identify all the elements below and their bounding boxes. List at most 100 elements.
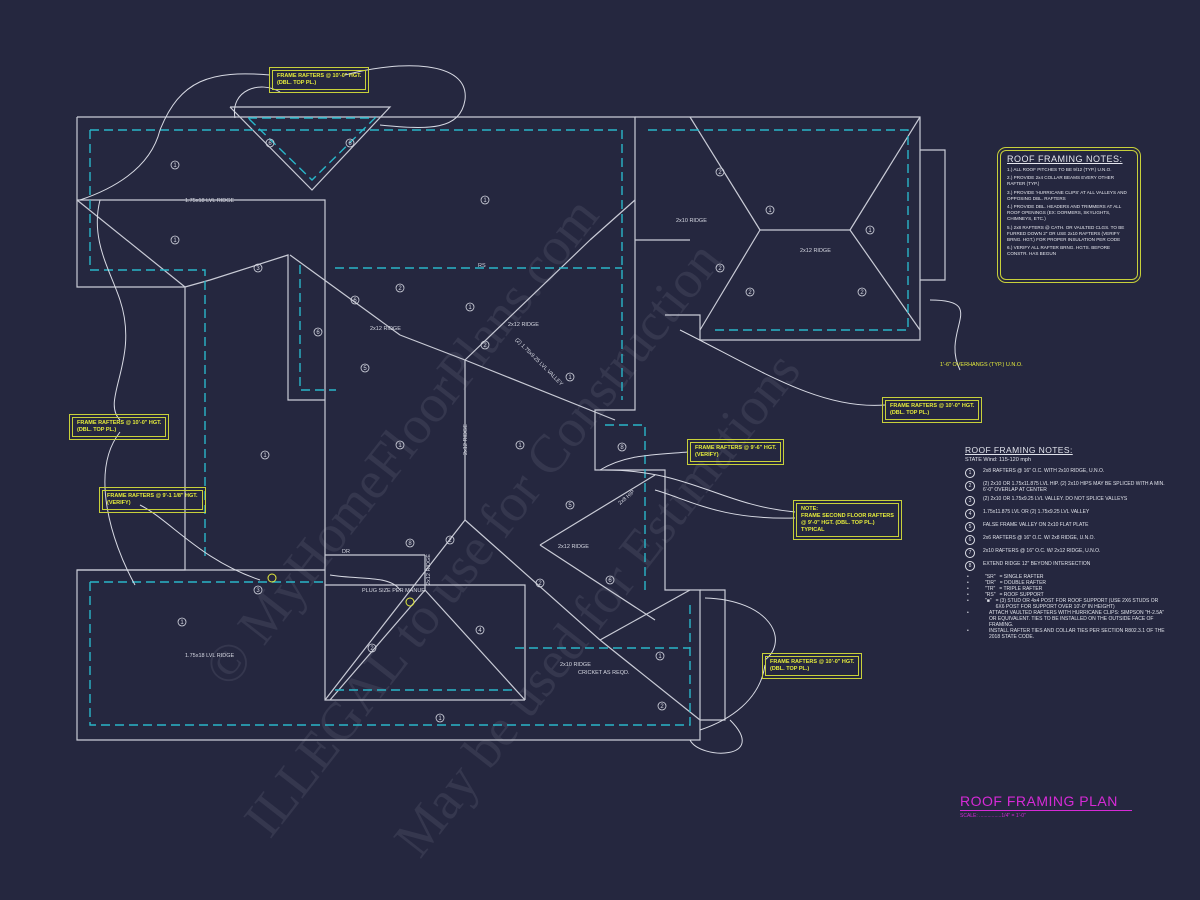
svg-text:2: 2 [748,290,752,296]
svg-text:1: 1 [180,620,184,626]
legend-bullet: • INSTALL RAFTER TIES AND COLLAR TIES PER… [965,628,1165,640]
bullet-text: = DOUBLE RAFTER [999,580,1047,586]
legend-text: 2x6 RAFTERS @ 16" O.C. W/ 2x8 RIDGE, U.N… [983,535,1095,541]
legend-number: 5 [965,522,975,532]
legend-item: 1 2x8 RAFTERS @ 16" O.C. WITH 2x10 RIDGE,… [965,468,1165,478]
legend-number: 4 [965,509,975,519]
legend-number: 2 [965,481,975,491]
legend-number: 1 [965,468,975,478]
plug-label: PLUG SIZE PER MANUF. [362,588,426,594]
svg-text:1: 1 [568,375,572,381]
svg-text:1: 1 [483,198,487,204]
roof-outline [76,106,946,741]
bullet-key: "RS" [985,592,996,598]
legend-text: 1.75x11.875 LVL OR (2) 1.75x9.25 LVL VAL… [983,509,1090,515]
svg-text:2: 2 [718,170,722,176]
bullet-key: "TR" [985,586,996,592]
cricket-label: CRICKET AS REQD. [578,670,630,676]
svg-text:6: 6 [268,141,272,147]
note-item: 6.) VERIFY ALL RAFTER BRNG. HGTS. BEFORE… [1007,245,1111,257]
drawing-title: ROOF FRAMING PLAN [960,793,1132,811]
roof-framing-notes-box: ROOF FRAMING NOTES: 1.) ALL ROOF PITCHES… [997,147,1141,283]
legend-text: (2) 2x10 OR 1.75x11.875 LVL HIP. (2) 2x1… [983,481,1165,493]
svg-text:2: 2 [398,286,402,292]
legend-item: 2 (2) 2x10 OR 1.75x11.875 LVL HIP. (2) 2x… [965,481,1165,493]
bullet-icon: • [967,628,969,634]
svg-text:2: 2 [538,581,542,587]
svg-text:5: 5 [363,366,367,372]
drawing-scale: SCALE: ................1/4" = 1'-0" [960,813,1026,819]
legend-item: 4 1.75x11.875 LVL OR (2) 1.75x9.25 LVL VA… [965,509,1165,519]
svg-text:8: 8 [620,445,624,451]
svg-text:1: 1 [518,443,522,449]
bullet-text: = SINGLE RAFTER [999,574,1044,580]
svg-text:1: 1 [868,228,872,234]
drawing-title-block: ROOF FRAMING PLAN SCALE: ...............… [960,793,1132,819]
legend-item: 3(2) 2x10 OR 1.75x9.25 LVL VALLEY. DO NO… [965,496,1165,506]
rafter-markers: 1 1 1 3 6 6 2 6 6 5 1 2 1 1 1 1 2 2 4 1 … [170,138,875,723]
legend-bullet: •ATTACH VAULTED RAFTERS WITH HURRICANE C… [965,610,1165,628]
rafter-label: DR [342,549,350,555]
legend-number: 7 [965,548,975,558]
svg-text:2: 2 [370,646,374,652]
ridge-label: 2x12 RIDGE [370,326,401,332]
bullet-icon: • [967,574,969,580]
svg-text:2: 2 [718,266,722,272]
callout-frame-rafters: FRAME RAFTERS @ 10'-0" HGT. (DBL. TOP PL… [268,67,370,93]
legend-text: 2x8 RAFTERS @ 16" O.C. WITH 2x10 RIDGE, … [983,468,1105,474]
ridge-label: 1.75x18 LVL RIDGE [185,653,235,659]
ridge-label: 2x10 RIDGE [560,662,591,668]
svg-text:2: 2 [448,538,452,544]
svg-text:6: 6 [316,330,320,336]
legend-bullet: • "TR"= TRIPLE RAFTER [965,586,1165,592]
callout-frame-rafters: FRAME RAFTERS @ 9'-6" HGT. (VERIFY) [686,439,785,465]
ridge-label: 2x12 RIDGE [558,544,589,550]
svg-text:2: 2 [483,343,487,349]
ridge-label: 2x12 RIDGE [508,322,539,328]
legend-bullet: • "RS"= ROOF SUPPORT [965,592,1165,598]
svg-text:3: 3 [256,588,260,594]
support-label: RS [478,263,486,269]
legend-text: EXTEND RIDGE 12" BEYOND INTERSECTION [983,561,1091,567]
leader-lines [79,65,962,754]
legend-heading: ROOF FRAMING NOTES: [965,445,1073,455]
bullet-icon: • [967,586,969,592]
note-item: 1.) ALL ROOF PITCHES TO BE 9/12 (TYP.) U… [1007,167,1112,172]
wind-speed: STATE Wind: 115-120 mph [965,457,1032,463]
svg-text:6: 6 [353,298,357,304]
svg-text:1: 1 [263,453,267,459]
bullet-text: = ROOF SUPPORT [999,592,1044,598]
legend-bullet: • "SR"= SINGLE RAFTER [965,574,1165,580]
svg-text:4: 4 [478,628,482,634]
svg-text:1: 1 [398,443,402,449]
legend-text: FALSE FRAME VALLEY ON 2x10 FLAT PLATE [983,522,1089,528]
legend-number: 3 [965,496,975,506]
svg-text:1: 1 [173,238,177,244]
svg-text:1: 1 [173,163,177,169]
overhang-label: 1'-6" OVERHANGS (TYP.) U.N.O. [940,362,1023,368]
plug-marker [405,597,415,607]
bullet-text: = TRIPLE RAFTER [999,586,1043,592]
valley-label: (2) 1.75x9.25 LVL VALLEY [514,337,564,387]
ridge-label: 1.75x18 LVL RIDGE [185,198,235,204]
svg-text:1: 1 [468,305,472,311]
callout-frame-rafters: FRAME RAFTERS @ 10'-0" HGT. (DBL. TOP PL… [68,414,170,440]
svg-text:8: 8 [408,541,412,547]
ridge-label: 2x12 RIDGE [463,424,469,455]
bullet-key: "DR" [985,580,996,586]
bullet-text: INSTALL RAFTER TIES AND COLLAR TIES PER … [989,628,1165,640]
svg-text:1: 1 [658,654,662,660]
wall-lines [89,117,909,726]
legend-bullet: •"■"= (3) STUD OR 4x4 POST FOR ROOF SUPP… [965,598,1165,610]
bullet-key: "■" [985,598,992,604]
bullet-key: "SR" [985,574,996,580]
bullet-icon: • [967,592,969,598]
svg-text:1: 1 [768,208,772,214]
legend-bullet: •"DR"= DOUBLE RAFTER [965,580,1165,586]
callout-frame-rafters: FRAME RAFTERS @ 10'-0" HGT. (DBL. TOP PL… [761,653,863,679]
ridge-label: 2x10 RIDGE [676,218,707,224]
note-item: 4.) PROVIDE DBL. HEADERS AND TRIMMERS AT… [1007,204,1122,222]
note-item: 5.) 2x8 RAFTERS @ CATH. OR VAULTED CLGS.… [1007,224,1125,243]
